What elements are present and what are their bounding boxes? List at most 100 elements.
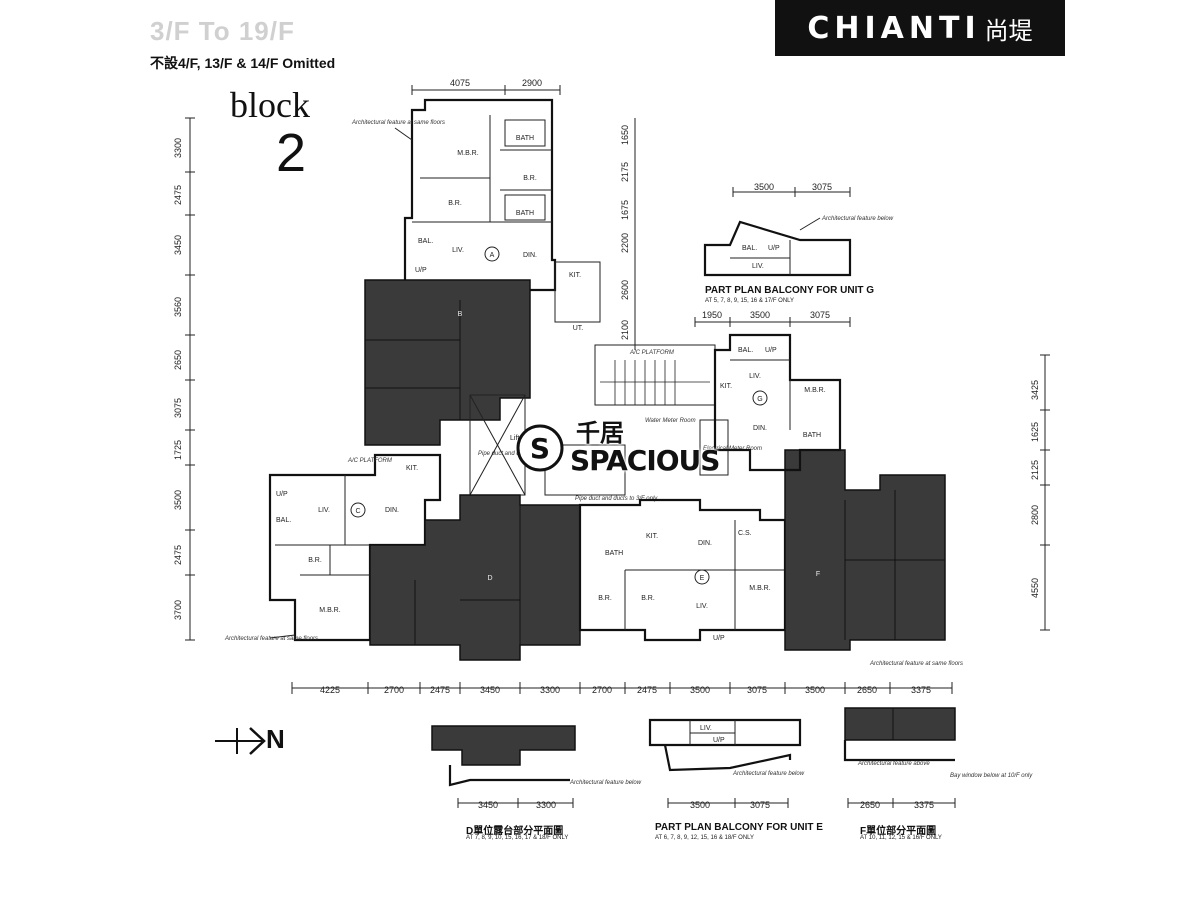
dim-a-side-2: 2175	[620, 162, 630, 182]
detail-f: Architectural feature above Bay window b…	[843, 707, 1033, 810]
room-g-din: DIN.	[753, 425, 767, 432]
dim-left-8: 3500	[173, 490, 183, 510]
unit-g-label: G	[757, 396, 762, 403]
dim-g-top-3: 3075	[810, 310, 830, 320]
unit-g: BAL. U/P LIV. M.B.R. DIN. BATH KIT. G	[713, 333, 842, 472]
room-g-bath: BATH	[803, 432, 821, 439]
e-detail-arch: Architectural feature below	[732, 771, 805, 777]
g-detail-arch: Architectural feature below	[821, 216, 894, 222]
room-e-bath: BATH	[605, 550, 623, 557]
f-detail-bay: Bay window below at 10/F only	[950, 773, 1033, 779]
unit-b-label: B	[458, 311, 463, 318]
note-pipe-duct-2: Pipe duct and ducts to 3/F only	[575, 496, 658, 502]
room-a-liv: LIV.	[452, 247, 464, 254]
watermark-en: SPACIOUS	[570, 444, 720, 477]
dim-bottom-6: 2700	[592, 685, 612, 695]
unit-b: B	[364, 279, 531, 446]
dim-right-2: 1625	[1030, 422, 1040, 442]
room-e-liv: LIV.	[696, 603, 708, 610]
caption-e-plan-sub: AT 6, 7, 8, 9, 12, 15, 16 & 18/F ONLY	[655, 835, 755, 841]
room-c-liv: LIV.	[318, 507, 330, 514]
room-c-bal: BAL.	[276, 517, 291, 524]
core-ac-platform: A/C PLATFORM	[629, 350, 674, 356]
room-e-cs: C.S.	[738, 530, 752, 537]
e-detail-up: U/P	[713, 737, 725, 744]
detail-d: Architectural feature below 3450 3300	[431, 725, 642, 810]
room-e-br-2: B.R.	[641, 595, 655, 602]
dim-bottom-8: 3500	[690, 685, 710, 695]
room-c-br: B.R.	[308, 557, 322, 564]
dim-f-detail-2: 3375	[914, 800, 934, 810]
dim-right-5: 4550	[1030, 578, 1040, 598]
room-e-br-1: B.R.	[598, 595, 612, 602]
note-water-meter: Water Meter Room	[645, 418, 696, 424]
dim-right-1: 3425	[1030, 380, 1040, 400]
caption-g-balcony: PART PLAN BALCONY FOR UNIT G	[705, 285, 875, 296]
room-a-mbr: M.B.R.	[457, 150, 478, 157]
dim-d-detail-1: 3450	[478, 800, 498, 810]
c-ac-platform: A/C PLATFORM	[347, 458, 392, 464]
room-a-din: DIN.	[523, 252, 537, 259]
room-a-bal: BAL.	[418, 238, 433, 245]
watermark: 千居 SPACIOUS	[570, 419, 720, 477]
room-c-din: DIN.	[385, 507, 399, 514]
brand-logo: CHIANTI 尚堤	[775, 0, 1065, 56]
room-e-din: DIN.	[698, 540, 712, 547]
g-detail-up: U/P	[768, 245, 780, 252]
room-a-ut: UT.	[573, 325, 584, 332]
note-arch-f: Architectural feature at same floors	[869, 661, 963, 667]
unit-e-label: E	[700, 575, 705, 582]
lift-label: Lift	[510, 435, 519, 442]
e-detail-liv: LIV.	[700, 725, 712, 732]
dim-bottom-1: 4225	[320, 685, 340, 695]
dim-e-detail-1: 3500	[690, 800, 710, 810]
dim-left-6: 3075	[173, 398, 183, 418]
g-detail-bal: BAL.	[742, 245, 757, 252]
dim-right-3: 2125	[1030, 460, 1040, 480]
caption-f-plan-sub: AT 10, 11, 12, 15 & 16/F ONLY	[860, 835, 942, 841]
d-detail-arch: Architectural feature below	[569, 780, 642, 786]
dim-e-detail-2: 3075	[750, 800, 770, 810]
dim-g-top-2: 3500	[750, 310, 770, 320]
g-detail-liv: LIV.	[752, 263, 764, 270]
room-a-up: U/P	[415, 267, 427, 274]
g-top-dims: 1950 3500 3075	[694, 310, 851, 327]
dim-bottom-3: 2475	[430, 685, 450, 695]
room-g-liv: LIV.	[749, 373, 761, 380]
room-e-kit: KIT.	[646, 533, 658, 540]
room-a-br-1: B.R.	[523, 175, 537, 182]
room-g-up: U/P	[765, 347, 777, 354]
dim-bottom-7: 2475	[637, 685, 657, 695]
dim-left-10: 3700	[173, 600, 183, 620]
room-c-kit: KIT.	[406, 465, 418, 472]
watermark-cn: 千居	[576, 419, 624, 447]
left-dimension-chain: 3300 2475 3450 3560 2650 3075 1725 3500 …	[173, 117, 195, 641]
dim-left-5: 2650	[173, 350, 183, 370]
caption-g-balcony-sub: AT 5, 7, 8, 9, 15, 16 & 17/F ONLY	[705, 298, 795, 304]
unit-d-label: D	[487, 575, 492, 582]
room-g-bal: BAL.	[738, 347, 753, 354]
floors-omitted-note: 不設4/F, 13/F & 14/F Omitted	[150, 55, 336, 71]
room-a-br-2: B.R.	[448, 200, 462, 207]
room-c-up: U/P	[276, 491, 288, 498]
dim-left-4: 3560	[173, 297, 183, 317]
unit-f-label: F	[816, 571, 820, 578]
dim-a-side-4: 2200	[620, 233, 630, 253]
room-a-bath-2: BATH	[516, 210, 534, 217]
dim-a-side-1: 1650	[620, 125, 630, 145]
room-a-bath-1: BATH	[516, 135, 534, 142]
note-arch-a: Architectural feature at same floors	[351, 120, 445, 126]
room-c-mbr: M.B.R.	[319, 607, 340, 614]
room-e-up: U/P	[713, 635, 725, 642]
north-label: N	[266, 724, 285, 754]
brand-name-cn: 尚堤	[984, 16, 1033, 45]
north-arrow-icon	[215, 727, 266, 755]
room-g-mbr: M.B.R.	[804, 387, 825, 394]
dim-g-detail-1: 3500	[754, 182, 774, 192]
spacious-logo-icon: S	[516, 424, 564, 472]
dim-f-detail-1: 2650	[860, 800, 880, 810]
dim-bottom-12: 3375	[911, 685, 931, 695]
room-a-kit: KIT.	[569, 272, 581, 279]
caption-d-plan-sub: AT 7, 8, 9, 10, 15, 16, 17 & 18/F ONLY	[466, 835, 569, 841]
